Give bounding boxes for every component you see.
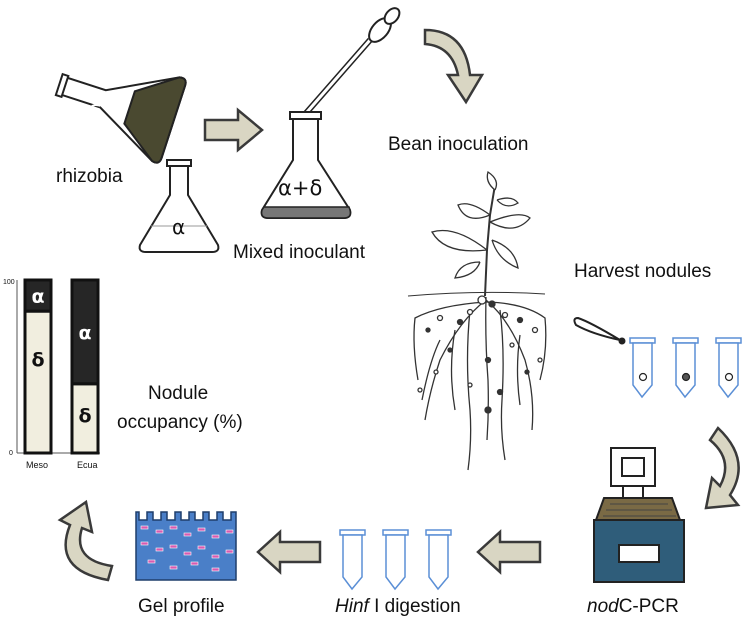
segment-label-alpha-meso: α <box>31 286 44 308</box>
y-tick-bottom: 0 <box>9 450 13 457</box>
segment-label-delta-meso: δ <box>31 349 44 371</box>
arrow-to-mixed <box>203 107 264 153</box>
forceps <box>573 316 626 345</box>
y-tick-top: 100 <box>3 279 15 286</box>
mixed-inoculant-label: Mixed inoculant <box>233 242 366 263</box>
occupancy-chart: 100 0 α δ α δ Meso Ecua <box>3 278 100 470</box>
segment-label-alpha-ecua: α <box>78 322 91 344</box>
hinf-digestion-label: Hinf I digestion <box>335 596 461 617</box>
digestion-tubes <box>339 529 452 591</box>
bar-alpha-ecua <box>70 278 100 386</box>
arrow-to-gel <box>256 529 322 575</box>
nodule-tubes <box>629 337 742 399</box>
curved-arrow-bean <box>423 28 485 105</box>
bar-alpha-meso <box>23 278 53 313</box>
segment-label-delta-ecua: δ <box>78 405 91 427</box>
alpha-flask <box>138 159 220 253</box>
x-label-meso: Meso <box>26 460 48 470</box>
arrow-to-digestion <box>476 529 542 575</box>
occupancy-label-line1: Nodule <box>148 383 208 404</box>
pipette <box>297 7 401 122</box>
bar-delta-meso <box>23 309 53 455</box>
curved-arrow-occupancy <box>57 499 114 582</box>
curved-arrow-pcr <box>704 426 741 510</box>
alpha-flask-label: α <box>172 215 185 239</box>
mixed-inoculant-flask <box>260 111 352 219</box>
mixed-flask-label: α+δ <box>278 176 322 200</box>
x-label-ecua: Ecua <box>77 460 98 470</box>
delta-flask-label: δ <box>88 100 103 128</box>
bean-plant <box>407 170 547 471</box>
occupancy-label-line2: occupancy (%) <box>117 412 243 433</box>
bar-delta-ecua <box>70 382 100 455</box>
gel <box>135 511 237 581</box>
nodc-pcr-label: nodC-PCR <box>587 596 679 617</box>
bean-inoculation-label: Bean inoculation <box>388 134 529 155</box>
pcr-machine <box>593 447 685 583</box>
harvest-nodules-label: Harvest nodules <box>574 261 711 282</box>
gel-profile-label: Gel profile <box>138 596 225 617</box>
delta-flask <box>54 72 187 164</box>
rhizobia-label: rhizobia <box>56 166 123 187</box>
